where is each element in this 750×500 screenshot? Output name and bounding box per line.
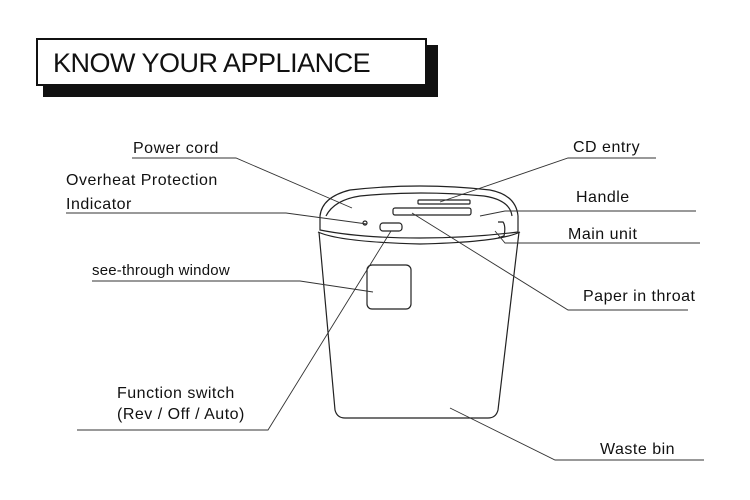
- leader-paper-throat: [411, 212, 688, 311]
- leader-handle: [479, 210, 696, 217]
- label-function-line1: Function switch: [117, 385, 235, 402]
- main-unit-outline: [319, 185, 519, 239]
- leader-waste-bin: [449, 407, 704, 461]
- leader-lines: [66, 157, 704, 461]
- leader-cd-entry: [439, 157, 656, 203]
- label-overheat-line2: Indicator: [66, 196, 132, 213]
- label-main-unit: Main unit: [568, 226, 638, 243]
- shredder-illustration: [317, 185, 521, 419]
- label-window: see-through window: [92, 262, 230, 279]
- leader-function: [77, 230, 392, 431]
- label-handle: Handle: [576, 189, 630, 206]
- waste-bin-outline: [318, 231, 520, 419]
- leader-overheat: [66, 212, 368, 225]
- paper-slot: [392, 207, 472, 216]
- function-switch-shape: [379, 222, 403, 232]
- cd-slot: [417, 199, 471, 205]
- main-unit-rim: [317, 231, 521, 245]
- label-waste-bin: Waste bin: [600, 441, 676, 458]
- title-box: KNOW YOUR APPLIANCE: [36, 38, 427, 86]
- lid-edge: [325, 192, 513, 217]
- overheat-indicator-dot: [362, 220, 368, 226]
- label-paper-throat: Paper in throat: [583, 288, 696, 305]
- see-through-window-shape: [366, 264, 412, 310]
- page-title: KNOW YOUR APPLIANCE: [53, 48, 371, 78]
- leader-window: [92, 280, 374, 293]
- label-cd-entry: CD entry: [573, 139, 641, 156]
- leader-power-cord: [132, 157, 353, 209]
- label-power-cord: Power cord: [133, 140, 219, 157]
- handle-shape: [497, 221, 506, 239]
- label-function-line2: (Rev / Off / Auto): [117, 406, 245, 423]
- label-overheat-line1: Overheat Protection: [66, 172, 218, 189]
- leader-main-unit: [494, 230, 700, 244]
